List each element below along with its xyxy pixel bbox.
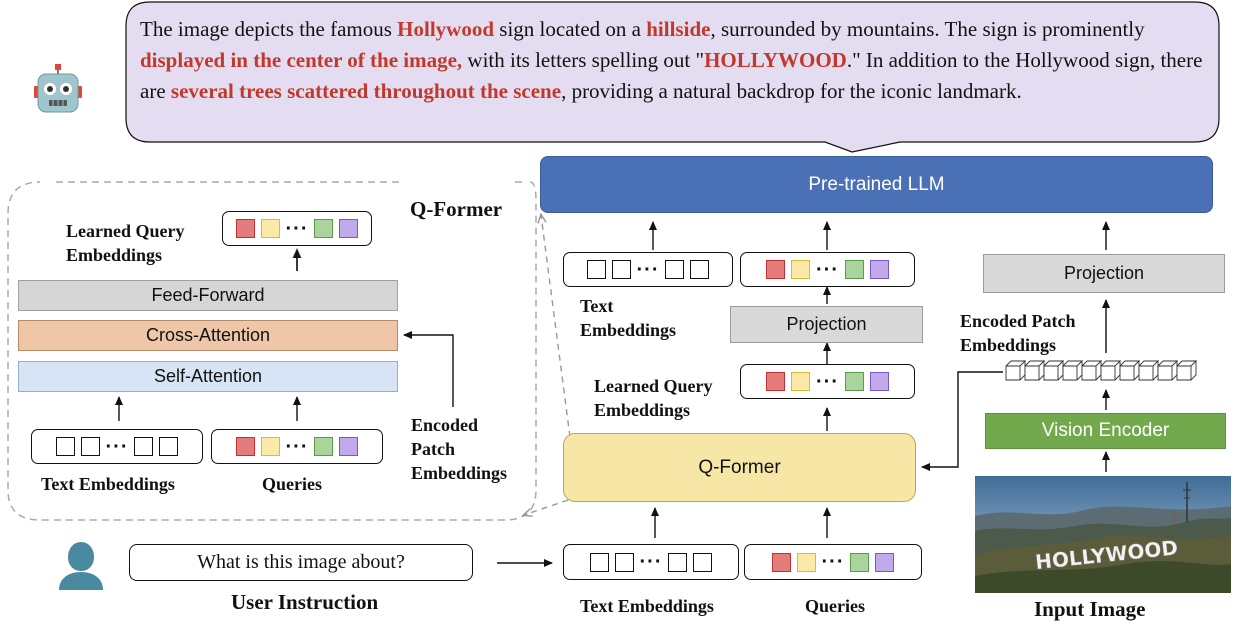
text-embeddings-top-label: Text Embeddings <box>580 296 677 340</box>
input-image-label: Input Image <box>1034 597 1146 621</box>
query-token <box>314 437 334 456</box>
response-phrase: The image depicts the famous <box>140 17 398 41</box>
query-token <box>314 219 334 238</box>
query-token <box>339 219 359 238</box>
patch-cube <box>1176 359 1198 381</box>
learned-query-embeddings-label: Learned Query Embeddings <box>66 221 185 265</box>
user-instruction-input: What is this image about? <box>129 544 473 581</box>
learned-query-embeddings-main-label: Learned Query Embeddings <box>594 376 713 420</box>
qformer-block: Q-Former <box>563 433 916 502</box>
qformer-detail-title: Q-Former <box>410 197 503 221</box>
speech-bubble <box>125 1 1220 153</box>
llm-response-text: The image depicts the famous Hollywood s… <box>140 14 1205 107</box>
response-phrase: sign located on a <box>494 17 647 41</box>
qformer-detail-outline <box>7 181 537 521</box>
projection-middle: Projection <box>730 306 923 343</box>
cross-attention-layer: Cross-Attention <box>18 320 398 351</box>
user-instruction-label: User Instruction <box>231 590 379 614</box>
query-token <box>260 437 280 456</box>
learned-query-tokens: ··· <box>222 211 372 246</box>
text-embeddings-label: Text Embeddings <box>41 474 175 494</box>
input-image: HOLLYWOOD <box>975 476 1231 593</box>
learned-query-tokens-main: ··· <box>740 364 915 399</box>
text-token <box>55 437 75 456</box>
text-embedding-tokens-bottom: ··· <box>563 544 739 580</box>
encoded-patch-cubes <box>1005 359 1198 381</box>
response-phrase: ." In addition to the Hollywood sign, th… <box>140 48 1203 103</box>
queries-label: Queries <box>262 474 322 494</box>
highlighted-phrase: displayed in the center of the image, <box>140 48 463 72</box>
response-phrase: with its letters spelling out " <box>462 48 705 72</box>
text-embeddings-bottom-label: Text Embeddings <box>580 596 714 616</box>
text-embedding-tokens: ··· <box>31 429 203 464</box>
patch-cube <box>1043 359 1065 381</box>
projection-right: Projection <box>983 254 1225 293</box>
text-embedding-tokens-top: ··· <box>563 252 733 287</box>
query-token <box>235 219 255 238</box>
feed-forward-layer: Feed-Forward <box>18 280 398 311</box>
encoded-patch-embeddings-label: Encoded Patch Embeddings <box>411 415 508 483</box>
highlighted-phrase: Hollywood <box>397 17 495 41</box>
patch-cube <box>1119 359 1141 381</box>
patch-cube <box>1024 359 1046 381</box>
query-tokens: ··· <box>211 429 383 464</box>
query-token <box>260 219 280 238</box>
patch-cube <box>1005 359 1027 381</box>
patch-cube <box>1081 359 1103 381</box>
highlighted-phrase: several trees scattered throughout the s… <box>170 79 562 103</box>
highlighted-phrase: hillside <box>646 17 711 41</box>
highlighted-phrase: HOLLYWOOD <box>704 48 847 72</box>
patch-cube <box>1062 359 1084 381</box>
patch-cube <box>1138 359 1160 381</box>
patch-cube <box>1157 359 1179 381</box>
self-attention-layer: Self-Attention <box>18 361 398 392</box>
query-token <box>339 437 359 456</box>
user-icon <box>59 542 103 590</box>
query-token <box>235 437 255 456</box>
queries-bottom-label: Queries <box>805 596 865 616</box>
patch-cube <box>1100 359 1122 381</box>
vision-encoder: Vision Encoder <box>985 413 1226 449</box>
response-phrase: , providing a natural backdrop for the i… <box>561 79 1022 103</box>
projected-query-tokens: ··· <box>740 252 915 287</box>
encoded-patch-embeddings-right-label: Encoded Patch Embeddings <box>960 311 1076 355</box>
text-token <box>80 437 100 456</box>
query-tokens-bottom: ··· <box>744 544 922 580</box>
robot-icon <box>34 64 82 113</box>
text-token <box>134 437 154 456</box>
response-phrase: , surrounded by mountains. The sign is p… <box>710 17 1145 41</box>
pretrained-llm: Pre-trained LLM <box>540 156 1213 213</box>
text-token <box>159 437 179 456</box>
